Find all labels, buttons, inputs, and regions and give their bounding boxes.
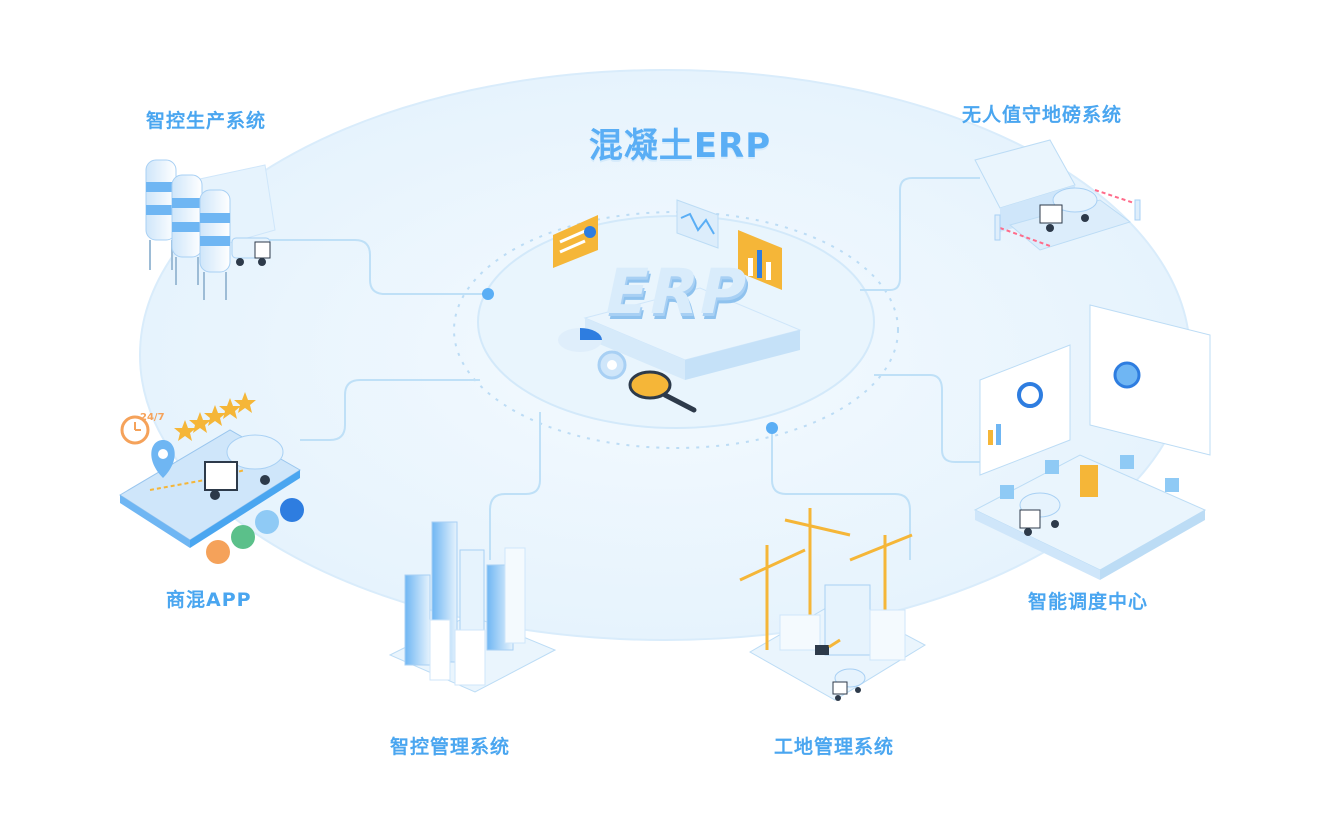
mixer-truck <box>832 668 866 701</box>
silo <box>171 174 203 285</box>
module-label-weighbridge: 无人值守地磅系统 <box>962 104 1123 126</box>
feature-bubble-icon <box>280 498 304 522</box>
silo <box>199 189 231 300</box>
star-rating-icon <box>174 392 256 441</box>
silo <box>145 159 177 270</box>
location-pin-icon <box>151 440 175 478</box>
erp-center-block <box>553 199 802 413</box>
dashboard-screen <box>979 344 1071 476</box>
app-illustration <box>119 392 304 564</box>
dispatch-illustration <box>973 304 1211 580</box>
module-label-dispatch: 智能调度中心 <box>1028 591 1149 613</box>
module-label-app: 商混APP <box>166 589 252 611</box>
pie-icon <box>558 328 602 352</box>
inner-ring <box>453 211 899 449</box>
bar-chart-icon <box>738 230 782 290</box>
erp-center-text: ERP <box>598 255 756 328</box>
mixer-truck <box>1039 187 1098 232</box>
app-badge: 24/7 <box>140 412 165 423</box>
diagram-title: 混凝土ERP <box>588 126 772 166</box>
feature-bubble-icon <box>255 510 279 534</box>
connector-lines <box>270 177 1000 560</box>
production-system-illustration <box>145 159 276 300</box>
feature-bubble-icon <box>231 525 255 549</box>
module-label-management: 智控管理系统 <box>390 736 511 758</box>
mixer-truck <box>231 237 271 266</box>
feature-bubble-icon <box>206 540 230 564</box>
management-illustration <box>388 521 557 693</box>
dashboard-screen <box>1089 304 1211 456</box>
excavator <box>815 638 841 655</box>
connector-dot <box>482 288 494 300</box>
gear-icon <box>597 350 627 380</box>
connector-dot <box>766 422 778 434</box>
module-label-production: 智控生产系统 <box>146 110 267 132</box>
mixer-truck <box>1019 492 1061 536</box>
magnifier-icon <box>628 370 697 413</box>
weighbridge-illustration <box>974 139 1141 251</box>
mixer-truck <box>204 434 284 500</box>
site-illustration <box>739 508 927 701</box>
clock-icon <box>120 415 150 445</box>
module-label-site: 工地管理系统 <box>774 736 895 758</box>
wave-chart-icon <box>676 199 719 249</box>
doc-chart-icon <box>553 215 598 268</box>
